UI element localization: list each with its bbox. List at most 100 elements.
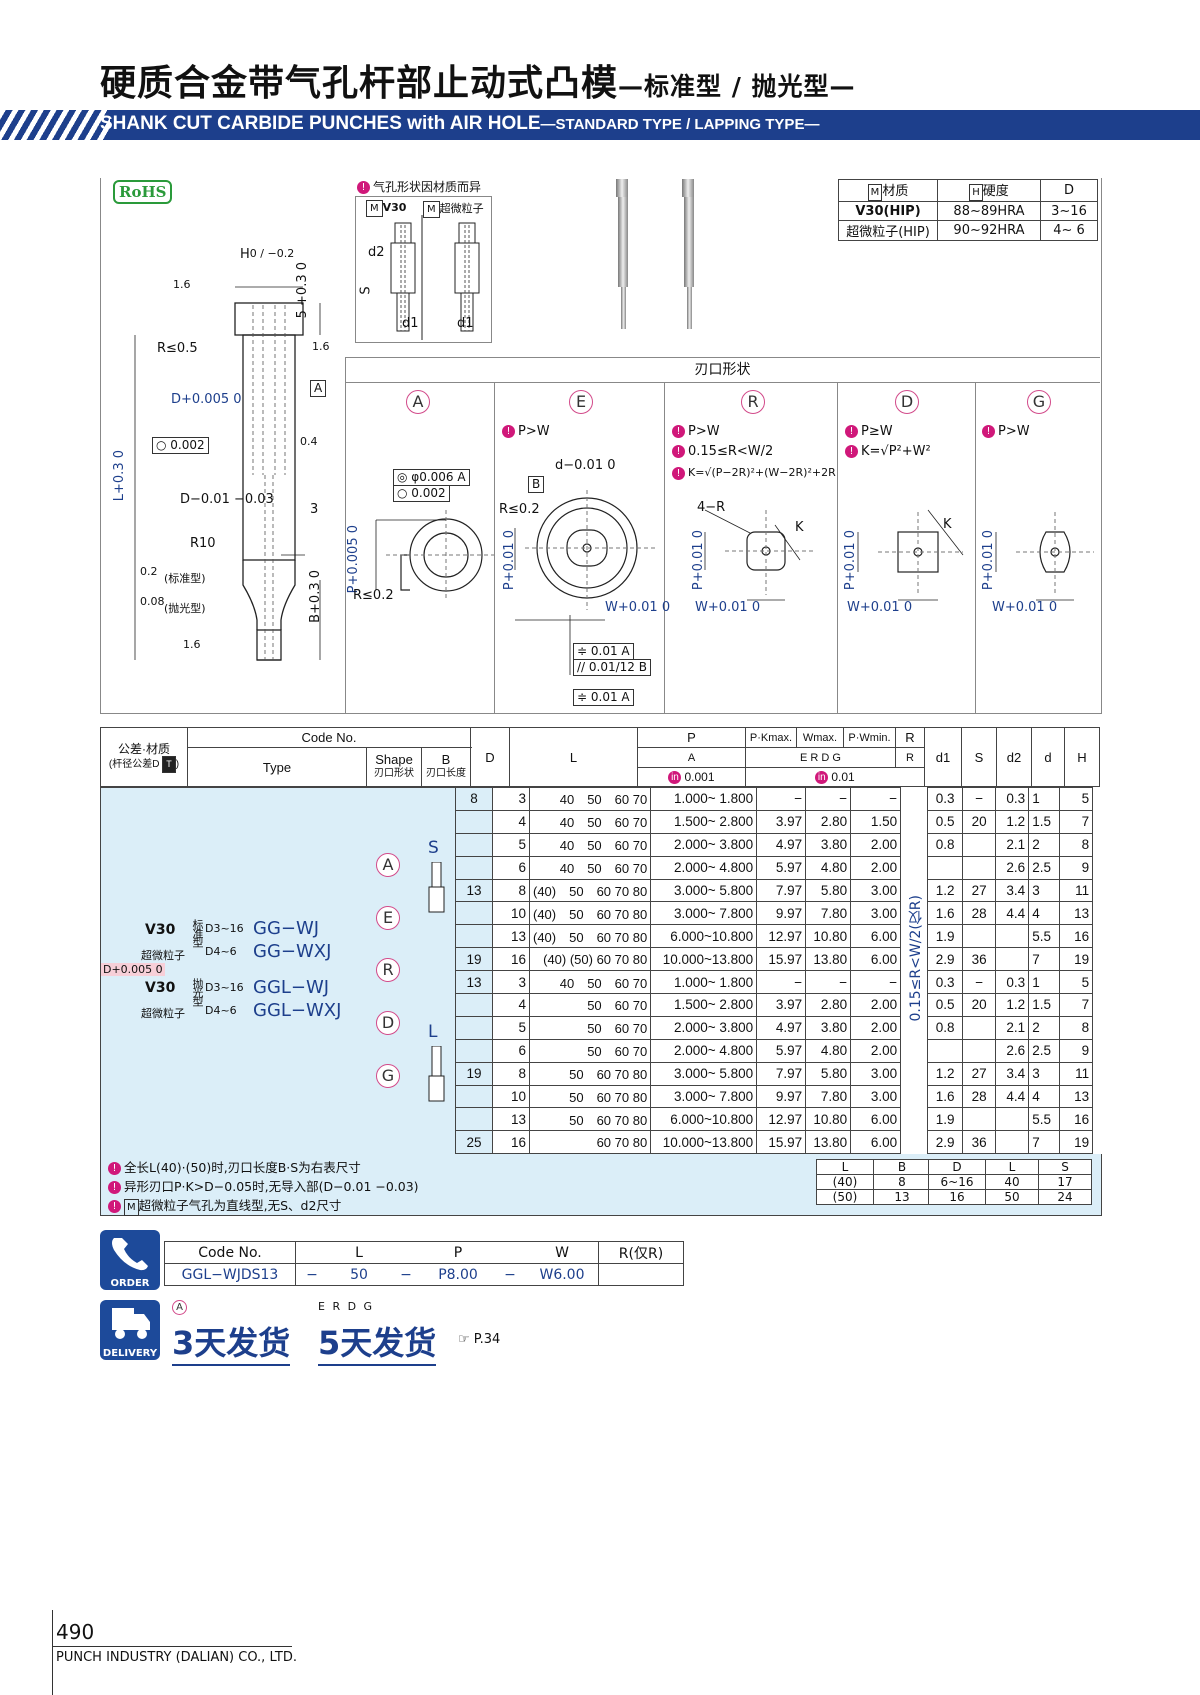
cell-p: 3.000~ 7.800 (650, 1084, 758, 1109)
cell-p: 2.000~ 3.800 (650, 1015, 758, 1040)
cell-wm: 4.80 (805, 1038, 852, 1063)
shape-a-drawing (375, 510, 494, 600)
cell-dd: 1.5 (1028, 993, 1061, 1017)
cell-s: 20 (962, 809, 997, 834)
cell-pw: 1.50 (850, 809, 902, 834)
lap-type-label: 抛光型 (191, 978, 204, 1005)
cell-dd: 2.5 (1028, 855, 1061, 880)
shape-a-p: P+0.005 0 (346, 525, 361, 594)
cell-pw: − (850, 970, 902, 995)
shape-r-drawing (704, 509, 815, 601)
cell-wm: 5.80 (805, 878, 852, 903)
cell-d1: 1.9 (927, 924, 964, 949)
dim-b: B+0.3 0 (308, 570, 323, 623)
cell-h: 16 (1059, 924, 1094, 949)
cell-s: 28 (962, 1084, 997, 1109)
code-gg-wxj[interactable]: GG−WXJ (253, 941, 332, 962)
cell-l: 40 50 60 70 (528, 970, 652, 995)
cell-h: 13 (1059, 1084, 1094, 1109)
delivery-ref[interactable]: ☞ P.34 (458, 1332, 501, 1347)
cell-l: (40) 50 60 70 80 (528, 878, 652, 903)
title-band (0, 110, 1200, 140)
cell-r (900, 833, 929, 857)
shape-g-w: W+0.01 0 (992, 600, 1058, 615)
cell-wm: 2.80 (805, 809, 852, 834)
shape-d-note2: !K=√P²+W² (845, 444, 931, 459)
page-title: 硬质合金带气孔杆部止动式凸模—标准型 / 抛光型— (100, 54, 856, 106)
cell-dd: 1 (1028, 787, 1061, 811)
delivery-a-tag: A (172, 1300, 187, 1315)
shape-e-d: d−0.01 0 (555, 458, 616, 473)
cell-d: 5 (492, 832, 530, 857)
shape-a-badge: A (406, 390, 430, 414)
cell-pw: 2.00 (850, 1038, 902, 1063)
airhole-note: !气孔形状因材质而异 (357, 178, 481, 195)
cell-d1: 0.5 (927, 809, 964, 834)
blade-shape-title: 刃口形状 (345, 357, 1100, 383)
rough-008: 0.08 (140, 595, 165, 608)
cell-pk: 12.97 (756, 1107, 807, 1132)
divider (345, 357, 346, 713)
cell-d2: 0.3 (995, 787, 1030, 811)
cell-pk: 9.97 (756, 1084, 807, 1109)
shape-badge-a: A (376, 853, 400, 877)
cell-l: 40 50 60 70 (528, 787, 652, 811)
cell-wm: 7.80 (805, 1084, 852, 1109)
cell-d: 4 (492, 993, 530, 1017)
cell-b (455, 1015, 493, 1040)
mat-fine-1: 超微粒子 (141, 949, 185, 962)
code-ggl-wxj[interactable]: GGL−WXJ (253, 1000, 342, 1021)
cell-h: 11 (1059, 1061, 1094, 1086)
cell-pw: 3.00 (850, 1061, 902, 1086)
shape-r-note3: !K=√(P−2R)²+(W−2R)²+2R (672, 466, 836, 480)
truck-icon (112, 1308, 150, 1339)
cell-b (455, 809, 493, 834)
cell-wm: − (805, 787, 852, 811)
cell-pk: 9.97 (756, 901, 807, 926)
cell-b (455, 1038, 493, 1063)
shape-e-badge: E (569, 390, 593, 414)
cell-dd: 5.5 (1028, 1107, 1061, 1132)
cell-s (962, 855, 997, 880)
title-en-sub: —STANDARD TYPE / LAPPING TYPE— (540, 116, 820, 133)
cell-dd: 4 (1028, 901, 1061, 926)
cell-p: 1.000~ 1.800 (650, 970, 758, 995)
cell-s (962, 1107, 997, 1132)
shape-r-badge: R (741, 390, 765, 414)
cell-pk: 7.97 (756, 878, 807, 903)
dim-d-tol2: D−0.01 −0.03 (180, 492, 274, 507)
shape-d-w: W+0.01 0 (847, 600, 913, 615)
cell-b: 13 (455, 970, 493, 995)
cell-pw: 3.00 (850, 901, 902, 926)
cell-wm: 7.80 (805, 901, 852, 926)
code-gg-wj[interactable]: GG−WJ (253, 918, 320, 939)
cell-wm: 13.80 (805, 947, 852, 972)
dim-r05: R≤0.5 (157, 341, 198, 356)
cell-pw: 2.00 (850, 993, 902, 1017)
code-ggl-wj[interactable]: GGL−WJ (253, 977, 330, 998)
cell-dd: 7 (1028, 1130, 1061, 1155)
shape-r-note1: !P>W (672, 424, 720, 439)
dim-h: H0 / −0.2 (240, 247, 295, 262)
cell-p: 1.500~ 2.800 (650, 993, 758, 1017)
cell-r (900, 1085, 929, 1108)
cell-pk: 3.97 (756, 809, 807, 834)
product-photo (616, 179, 694, 329)
cell-wm: 3.80 (805, 1015, 852, 1040)
cell-s: 27 (962, 1061, 997, 1086)
cell-d: 3 (492, 970, 530, 995)
dim-3: 3 (310, 502, 319, 517)
shape-e-p: P+0.01 0 (502, 530, 517, 591)
rough-04: 0.4 (300, 435, 318, 448)
cell-s: − (962, 970, 997, 995)
cell-d: 16 (492, 947, 530, 972)
cell-d: 8 (492, 878, 530, 903)
shape-d-k: K (943, 517, 952, 532)
